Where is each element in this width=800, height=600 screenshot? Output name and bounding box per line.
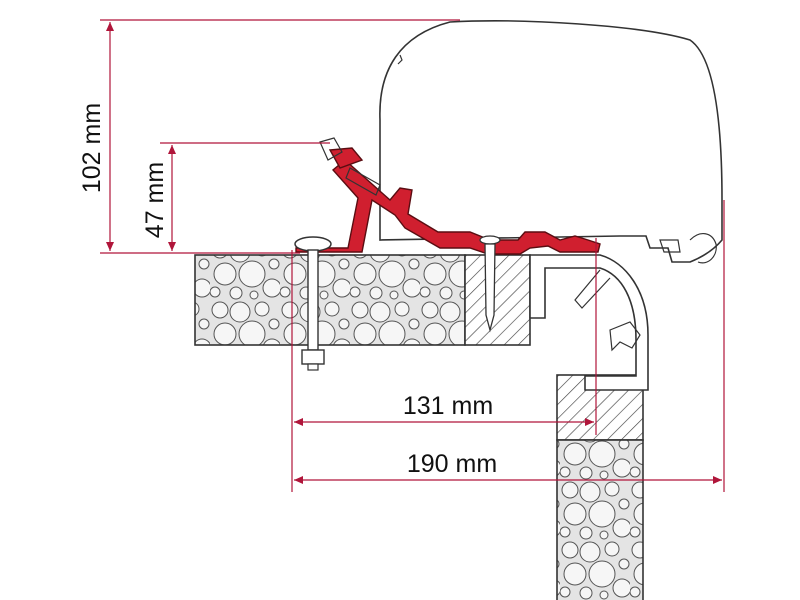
roof-panel	[194, 254, 531, 346]
label-total-depth: 190 mm	[407, 450, 497, 478]
adapter-bracket	[295, 147, 601, 255]
wood-screw	[479, 235, 501, 333]
awning-cassette	[379, 20, 723, 264]
roof-wood-block	[464, 254, 531, 346]
label-total-height: 102 mm	[78, 103, 106, 193]
label-inner-depth: 131 mm	[403, 392, 493, 420]
top-nut	[319, 137, 343, 161]
mounting-rail-profile	[529, 254, 649, 391]
label-bracket-height: 47 mm	[141, 162, 169, 238]
side-wall-panel	[556, 374, 644, 600]
dimension-lines	[100, 19, 725, 492]
bolt-assembly	[294, 137, 343, 371]
